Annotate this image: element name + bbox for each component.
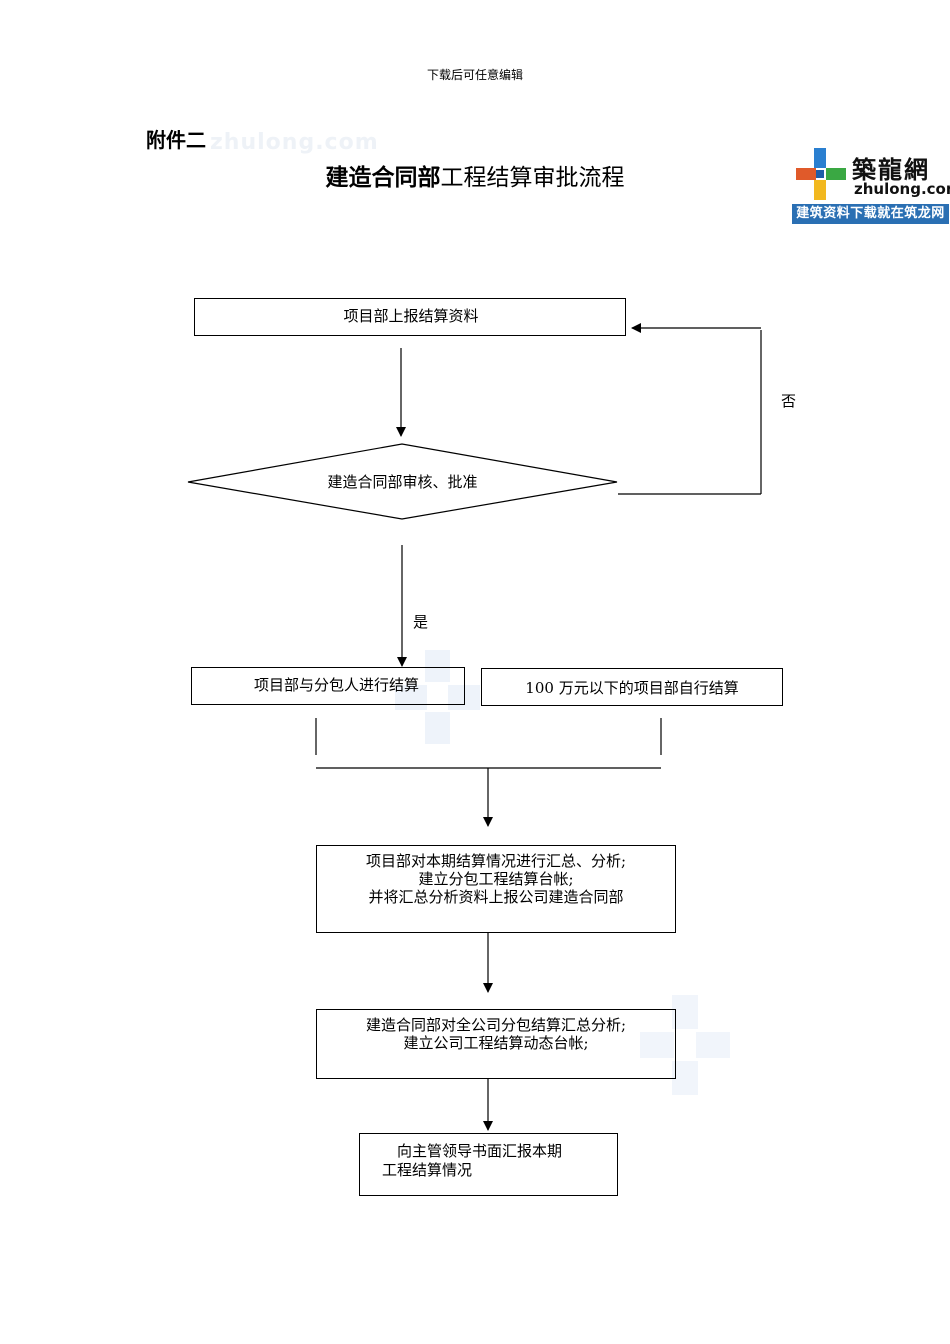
step4-line1: 建造合同部对全公司分包结算汇总分析;: [365, 1016, 627, 1034]
step4-line2: 建立公司工程结算动态台帐;: [403, 1034, 589, 1052]
title-bold: 建造合同部: [325, 165, 441, 191]
step5-line1: 向主管领导书面汇报本期: [397, 1142, 563, 1160]
step1-label: 项目部上报结算资料: [343, 307, 479, 325]
logo-top: 築龍網 zhulong.com: [792, 146, 950, 204]
step2b-label: 100 万元以下的项目部自行结算: [525, 679, 739, 697]
step3-line1: 项目部对本期结算情况进行汇总、分析;: [365, 852, 627, 870]
step1-box: 项目部上报结算资料: [194, 298, 626, 336]
logo-slogan: 建筑资料下载就在筑龙网: [792, 204, 949, 224]
decision-label: 建造合同部审核、批准: [327, 473, 478, 491]
step2b-box: 100 万元以下的项目部自行结算: [481, 668, 783, 706]
zhulong-logo: 築龍網 zhulong.com 建筑资料下载就在筑龙网: [792, 146, 950, 224]
watermark-emblem: [395, 650, 480, 750]
step2a-box: 项目部与分包人进行结算: [191, 667, 465, 705]
decision-diamond: [187, 443, 618, 520]
no-label: 否: [781, 392, 797, 410]
step4-box: 建造合同部对全公司分包结算汇总分析; 建立公司工程结算动态台帐;: [316, 1009, 676, 1079]
step3-line2: 建立分包工程结算台帐;: [418, 870, 574, 888]
attachment-label: 附件二: [146, 128, 206, 152]
step5-box: 向主管领导书面汇报本期 工程结算情况: [359, 1133, 618, 1196]
step2a-label: 项目部与分包人进行结算: [254, 676, 420, 694]
watermark-text: zhulong.com: [210, 130, 379, 155]
logo-domain: zhulong.com: [854, 180, 950, 198]
step3-box: 项目部对本期结算情况进行汇总、分析; 建立分包工程结算台帐; 并将汇总分析资料上…: [316, 845, 676, 933]
step5-line2: 工程结算情况: [382, 1161, 473, 1179]
title-normal: 工程结算审批流程: [440, 165, 625, 191]
yes-label: 是: [413, 613, 429, 631]
logo-name: 築龍網: [852, 155, 930, 184]
page-title: 建造合同部工程结算审批流程: [250, 158, 700, 192]
step3-line3: 并将汇总分析资料上报公司建造合同部: [368, 888, 624, 906]
logo-emblem-icon: [796, 148, 846, 200]
watermark-emblem-2: [640, 995, 730, 1100]
header-note: 下载后可任意编辑: [426, 68, 523, 82]
